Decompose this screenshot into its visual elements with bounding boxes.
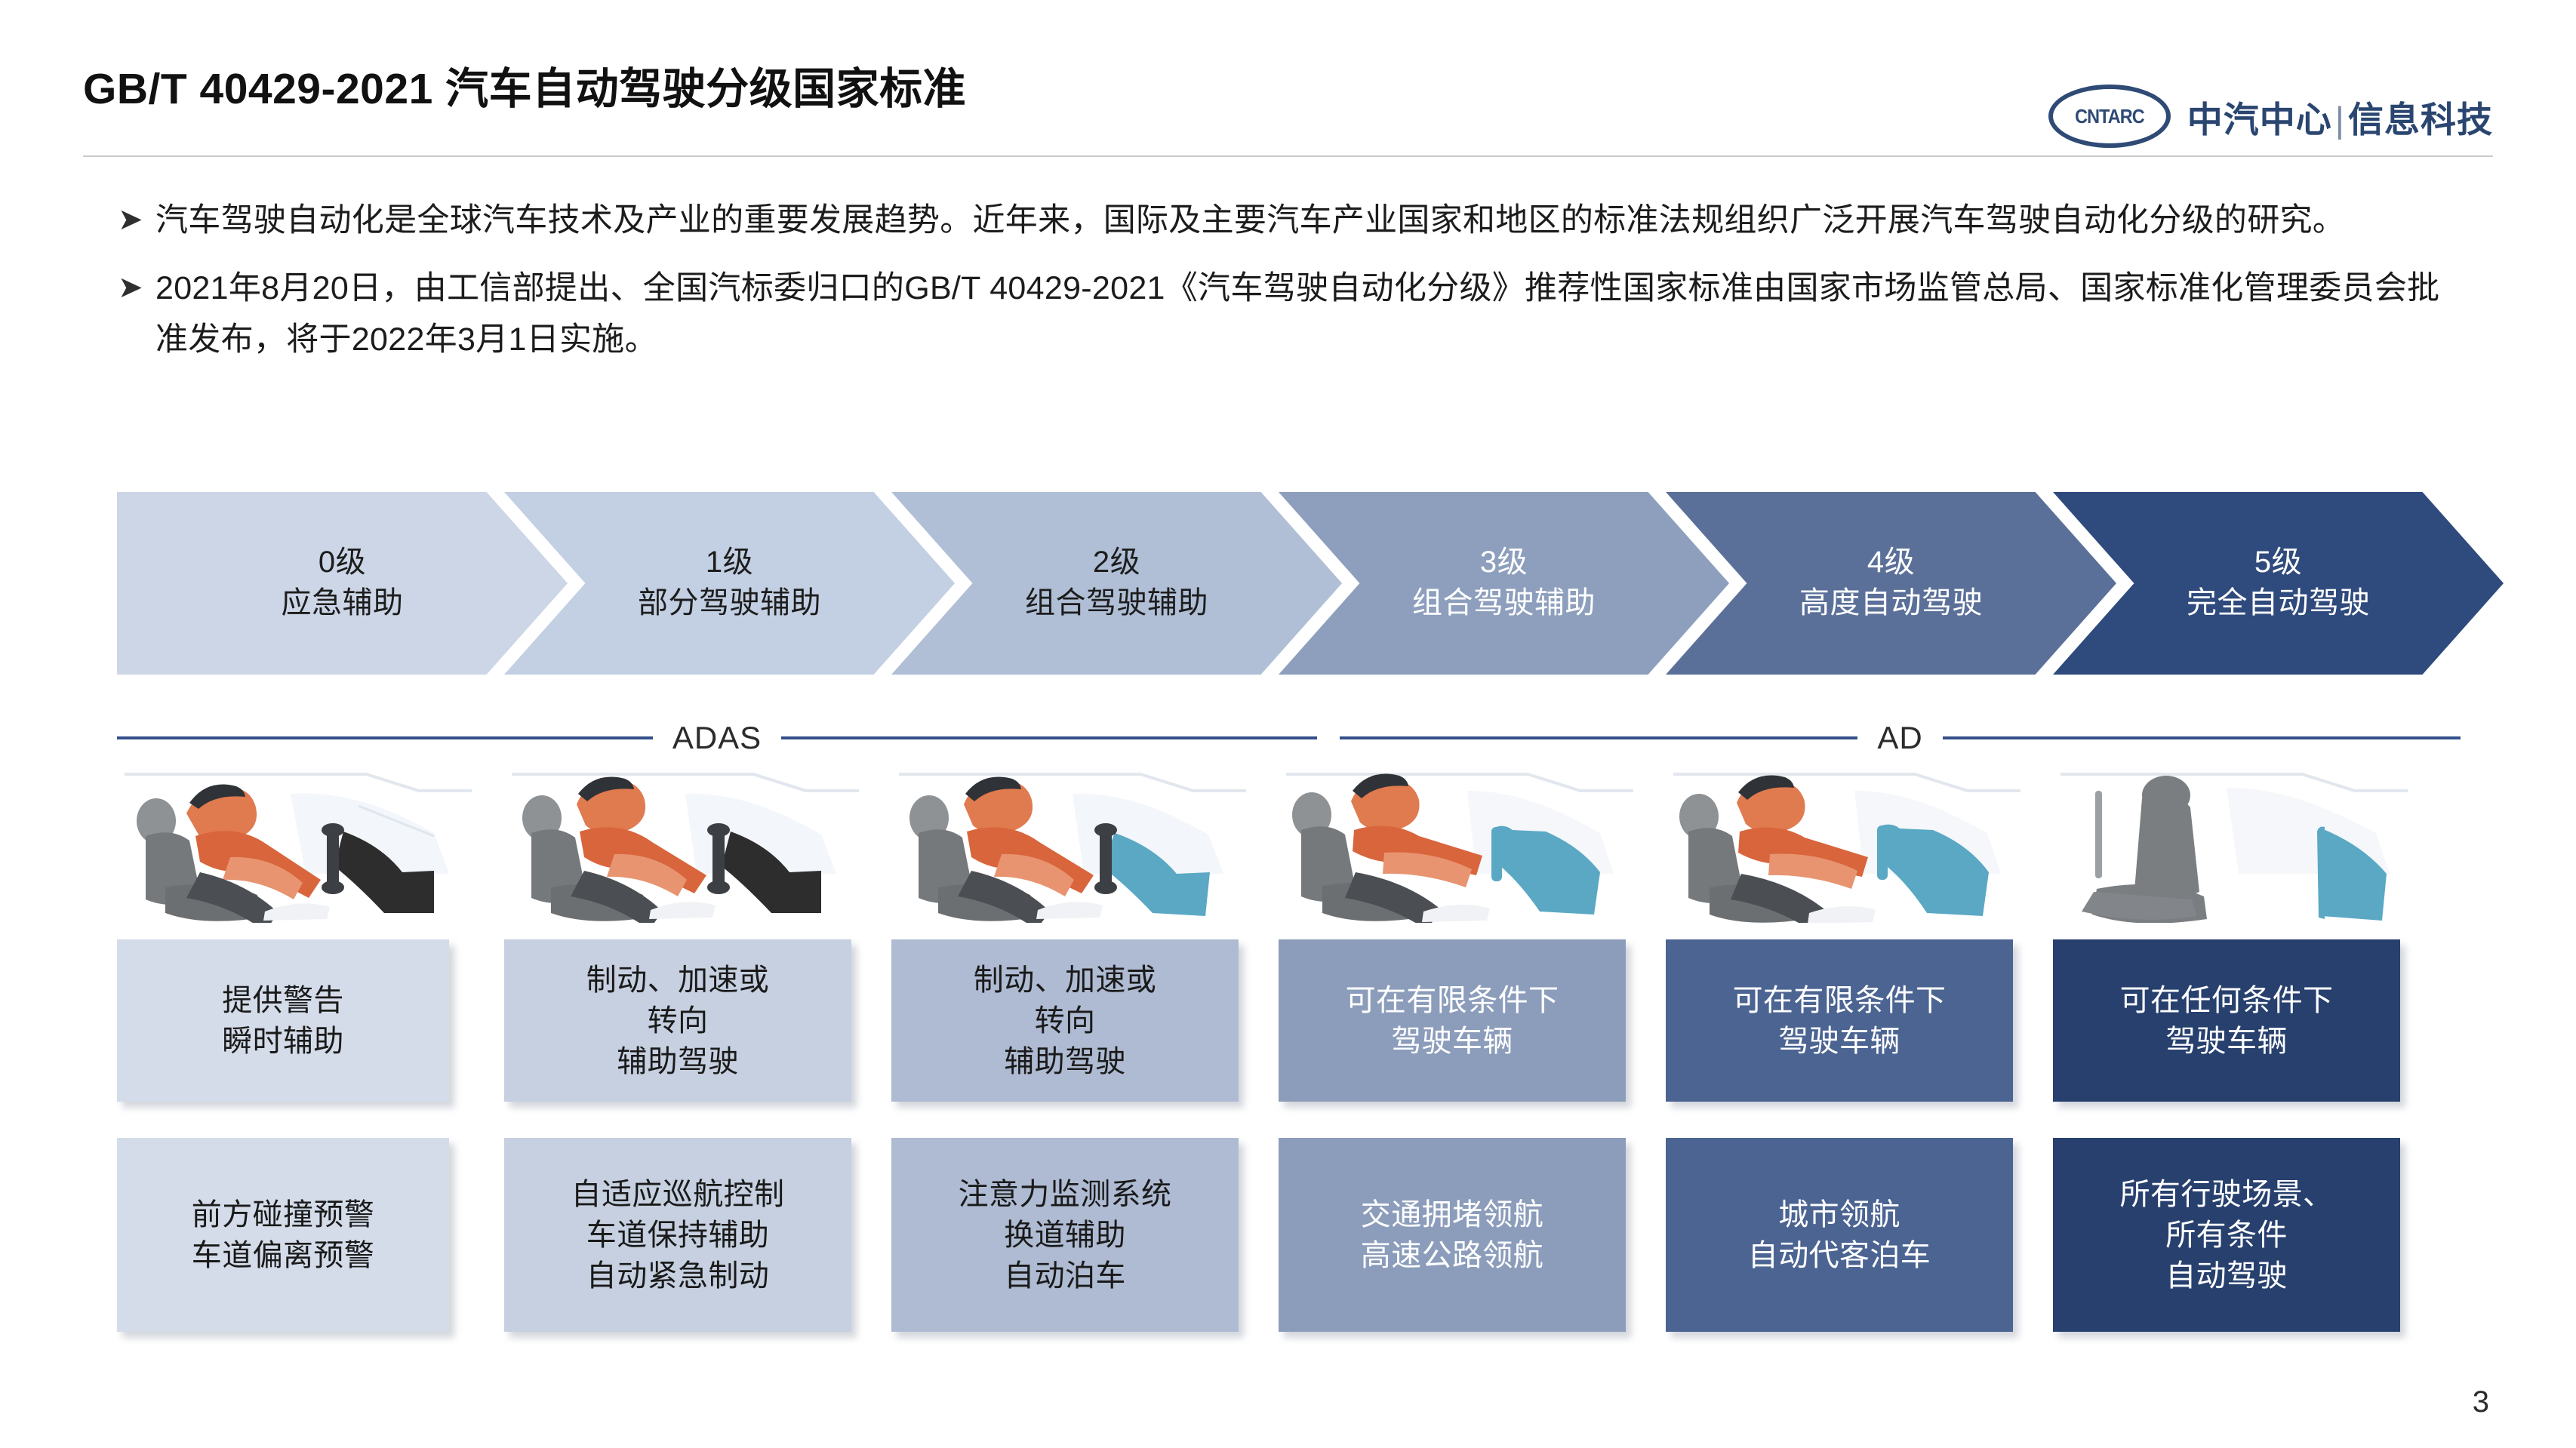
capability-text: 可在有限条件下驾驶车辆 [1345, 983, 1559, 1058]
capability-box-row2-col5: 城市领航自动代客泊车 [1666, 1138, 2013, 1332]
cntarc-oval-label: CNTARC [2074, 104, 2145, 128]
page-number: 3 [2472, 1385, 2489, 1419]
capability-box-row1-col6: 可在任何条件下驾驶车辆 [2053, 939, 2400, 1102]
driver-hands-on-wheel-leaning-icon [125, 773, 472, 923]
bullet-arrow-icon: ➤ [118, 203, 143, 236]
driver-relaxed-automated-icon [1673, 773, 2020, 923]
adas-line-right [781, 736, 1317, 739]
capability-box-row1-col5: 可在有限条件下驾驶车辆 [1666, 939, 2013, 1102]
capability-box-row2-col6: 所有行驶场景、所有条件自动驾驶 [2053, 1138, 2400, 1332]
capability-text: 交通拥堵领航高速公路领航 [1360, 1197, 1544, 1272]
driver-illustration-row [117, 761, 2461, 923]
bullet-item: ➤ 2021年8月20日，由工信部提出、全国汽标委归口的GB/T 40429-2… [113, 263, 2461, 365]
driver-hands-off-wheel-icon [1286, 773, 1633, 923]
chevron-level-4: 4级 高度自动驾驶 [1666, 492, 2116, 675]
chevron-level-name: 应急辅助 [281, 586, 404, 619]
capability-box-row2-col4: 交通拥堵领航高速公路领航 [1279, 1138, 1626, 1332]
driver-hands-on-wheel-assist-icon [899, 773, 1246, 923]
ad-line-left [1340, 736, 1858, 739]
chevron-level-3: 3级 组合驾驶辅助 [1279, 492, 1729, 675]
adas-line-left [117, 736, 653, 739]
capability-text: 注意力监测系统换道辅助自动泊车 [958, 1177, 1172, 1293]
brand-division: 信息科技 [2348, 99, 2493, 140]
capability-box-row2-col2: 自适应巡航控制车道保持辅助自动紧急制动 [504, 1138, 851, 1332]
cntarc-oval-icon: CNTARC [2048, 85, 2171, 148]
capability-text: 可在任何条件下驾驶车辆 [2119, 983, 2334, 1058]
bullet-text: 汽车驾驶自动化是全球汽车技术及产业的重要发展趋势。近年来，国际及主要汽车产业国家… [155, 202, 2346, 238]
adas-group: ADAS [117, 715, 1317, 761]
bullet-list: ➤ 汽车驾驶自动化是全球汽车技术及产业的重要发展趋势。近年来，国际及主要汽车产业… [113, 195, 2461, 382]
header-divider [83, 155, 2493, 157]
chevron-level-1: 1级 部分驾驶辅助 [504, 492, 955, 675]
capability-text: 可在有限条件下驾驶车辆 [1732, 983, 1947, 1058]
chevron-level-name: 完全自动驾驶 [2187, 586, 2370, 619]
capability-text: 提供警告瞬时辅助 [222, 983, 344, 1058]
capability-text: 所有行驶场景、所有条件自动驾驶 [2119, 1177, 2334, 1293]
chevron-level-2: 2级 组合驾驶辅助 [891, 492, 1342, 675]
illustration-level-1 [504, 761, 882, 923]
automation-level-chevrons: 0级 应急辅助 1级 部分驾驶辅助 2级 组合驾驶辅助 3级 组合驾驶辅助 4级… [117, 492, 2504, 675]
illustration-level-2 [891, 761, 1269, 923]
illustration-level-0 [117, 761, 494, 923]
capability-text: 城市领航自动代客泊车 [1747, 1197, 1931, 1272]
brand-company: 中汽中心 [2187, 99, 2332, 140]
bullet-text: 2021年8月20日，由工信部提出、全国汽标委归口的GB/T 40429-202… [155, 270, 2440, 358]
bullet-item: ➤ 汽车驾驶自动化是全球汽车技术及产业的重要发展趋势。近年来，国际及主要汽车产业… [113, 195, 2461, 246]
capability-box-row1-col1: 提供警告瞬时辅助 [117, 939, 449, 1102]
chevron-level-0: 0级 应急辅助 [117, 492, 568, 675]
ad-group: AD [1340, 715, 2461, 761]
driver-hands-on-wheel-icon [512, 773, 859, 923]
slide-header: GB/T 40429-2021 汽车自动驾驶分级国家标准 CNTARC 中汽中心… [0, 0, 2576, 161]
capability-box-row2-col3: 注意力监测系统换道辅助自动泊车 [891, 1138, 1239, 1332]
chevron-level-name: 高度自动驾驶 [1799, 586, 1983, 619]
bullet-arrow-icon: ➤ [118, 271, 143, 304]
chevron-level-number: 0级 [318, 546, 367, 579]
chevron-level-name: 组合驾驶辅助 [1412, 586, 1596, 619]
capability-text: 制动、加速或转向辅助驾驶 [973, 963, 1157, 1078]
brand-separator: | [2334, 99, 2345, 140]
brand-logo: CNTARC 中汽中心|信息科技 [2048, 85, 2493, 148]
empty-seat-fully-automated-icon [2060, 773, 2408, 923]
adas-label: ADAS [672, 720, 762, 755]
chevron-level-number: 5级 [2254, 546, 2303, 579]
ad-label: AD [1877, 720, 1923, 755]
capability-text: 自适应巡航控制车道保持辅助自动紧急制动 [571, 1177, 785, 1293]
brand-wordmark: 中汽中心|信息科技 [2187, 91, 2493, 143]
capability-box-row1-col4: 可在有限条件下驾驶车辆 [1279, 939, 1626, 1102]
chevron-level-number: 4级 [1867, 546, 1916, 579]
chevron-level-number: 1级 [705, 546, 754, 579]
chevron-level-number: 2级 [1092, 546, 1141, 579]
illustration-level-3 [1279, 761, 1656, 923]
adas-ad-divider: ADAS AD [117, 715, 2461, 761]
chevron-level-name: 组合驾驶辅助 [1025, 586, 1208, 619]
illustration-level-5 [2053, 761, 2430, 923]
chevron-level-number: 3级 [1479, 546, 1528, 579]
chevron-level-name: 部分驾驶辅助 [638, 586, 821, 619]
capability-box-row1-col3: 制动、加速或转向辅助驾驶 [891, 939, 1239, 1102]
capability-box-row2-col1: 前方碰撞预警车道偏离预警 [117, 1138, 449, 1332]
illustration-level-4 [1666, 761, 2043, 923]
ad-line-right [1942, 736, 2461, 739]
capability-text: 前方碰撞预警车道偏离预警 [191, 1197, 375, 1272]
chevron-level-5: 5级 完全自动驾驶 [2053, 492, 2504, 675]
capability-box-row1-col2: 制动、加速或转向辅助驾驶 [504, 939, 851, 1102]
page-title: GB/T 40429-2021 汽车自动驾驶分级国家标准 [83, 65, 967, 113]
capability-text: 制动、加速或转向辅助驾驶 [586, 963, 770, 1078]
